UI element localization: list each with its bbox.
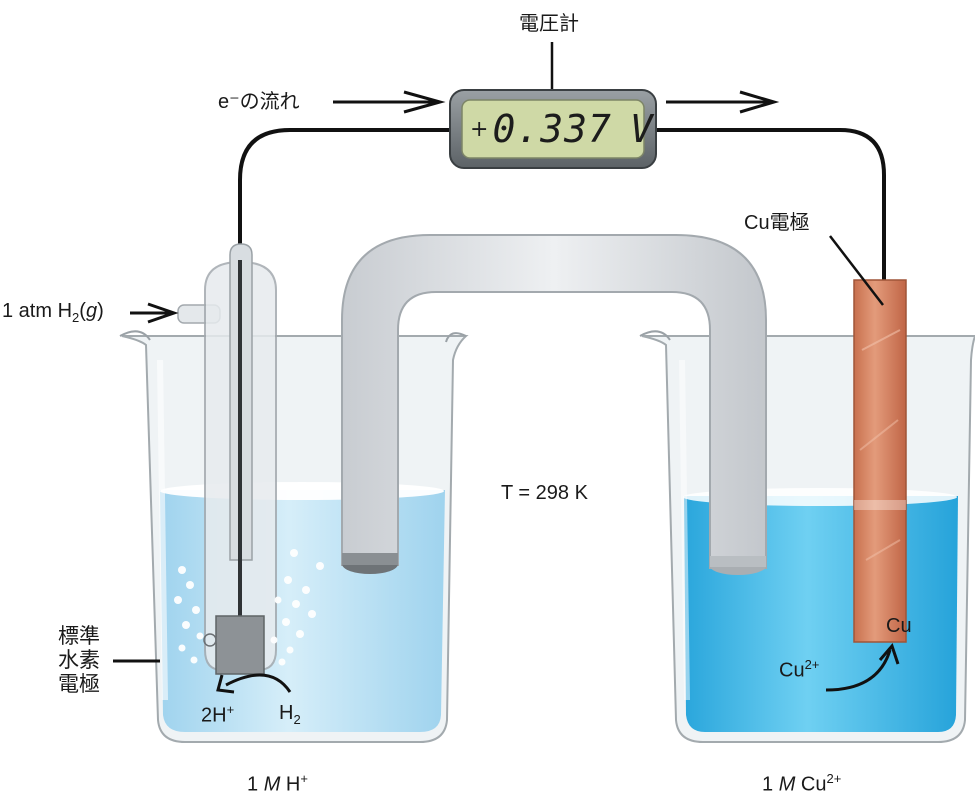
h-plus-label: 2H+ — [201, 702, 235, 727]
copper-electrode — [853, 279, 907, 643]
right-reaction-arrow — [825, 649, 892, 692]
platinum-electrode — [215, 615, 265, 675]
electron-flow-label: e⁻の流れ — [218, 91, 300, 113]
left-reaction-arrowhead — [216, 674, 235, 694]
right-beaker-label: 1 M Cu2+ — [762, 771, 842, 796]
right-reaction-arrowhead — [878, 643, 900, 665]
voltmeter-value: 0.337 — [492, 107, 612, 151]
cu-electrode-label: Cu電極 — [744, 212, 810, 234]
cu-metal-label: Cu — [886, 615, 912, 637]
electron-flow-arrow-right — [666, 90, 780, 114]
cu-electrode-pointer — [829, 235, 884, 306]
voltmeter-readout: + 0.337 V — [470, 104, 654, 154]
voltmeter-unit: V — [629, 107, 654, 151]
salt-bridge — [341, 234, 767, 575]
left-solution-surface — [160, 482, 444, 500]
h2-inlet-label: 1 atm H2(g) — [2, 300, 104, 325]
right-wire — [652, 128, 886, 282]
hydrogen-electrode — [177, 243, 277, 675]
h2-inlet-arrow — [130, 302, 179, 324]
she-label-line1: 標準 — [58, 625, 100, 648]
she-label-line3: 電極 — [58, 673, 100, 696]
voltmeter-label: 電圧計 — [519, 13, 579, 35]
electron-flow-arrow-left — [333, 90, 446, 114]
voltmeter — [449, 89, 657, 169]
voltmeter-display — [461, 99, 645, 159]
temperature-label: T = 298 K — [501, 482, 588, 504]
cu-ion-label: Cu2+ — [779, 657, 820, 682]
left-beaker — [119, 330, 469, 743]
she-label: 標準 水素 電極 — [58, 625, 100, 697]
hydrogen-bubbles — [174, 549, 324, 666]
h2-product-label: H2 — [279, 702, 301, 727]
left-solution — [160, 490, 445, 732]
she-label-line2: 水素 — [58, 649, 100, 672]
left-reaction-arrow — [225, 673, 292, 693]
voltmeter-sign: + — [470, 116, 489, 142]
left-beaker-label: 1 M H+ — [247, 771, 308, 796]
left-wire — [238, 128, 458, 410]
